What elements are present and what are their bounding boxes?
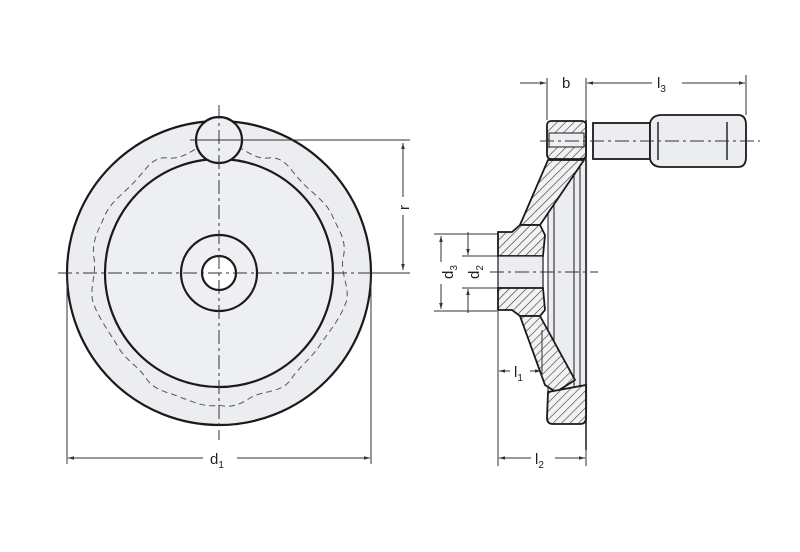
- dimension-r-label: r: [396, 205, 413, 210]
- hub-section-top: [497, 224, 546, 257]
- front-view: r d1: [58, 105, 413, 471]
- dimension-d1-label: d1: [210, 451, 224, 471]
- dimension-l1-label: l1: [514, 364, 523, 384]
- rim-bottom-section: [546, 383, 587, 425]
- hub-section-bottom: [497, 287, 546, 317]
- handle-axle-bore: [548, 132, 585, 148]
- dimension-l3-label: l3: [657, 75, 666, 95]
- dimension-d3-label: d3: [440, 265, 460, 279]
- side-view: b l3 d3 d2 l1 l2: [433, 73, 760, 471]
- dimension-l2-label: l2: [535, 451, 544, 471]
- dimension-b-label: b: [562, 75, 570, 92]
- dimension-d2-label: d2: [466, 265, 486, 279]
- lower-spoke-section: [518, 315, 577, 394]
